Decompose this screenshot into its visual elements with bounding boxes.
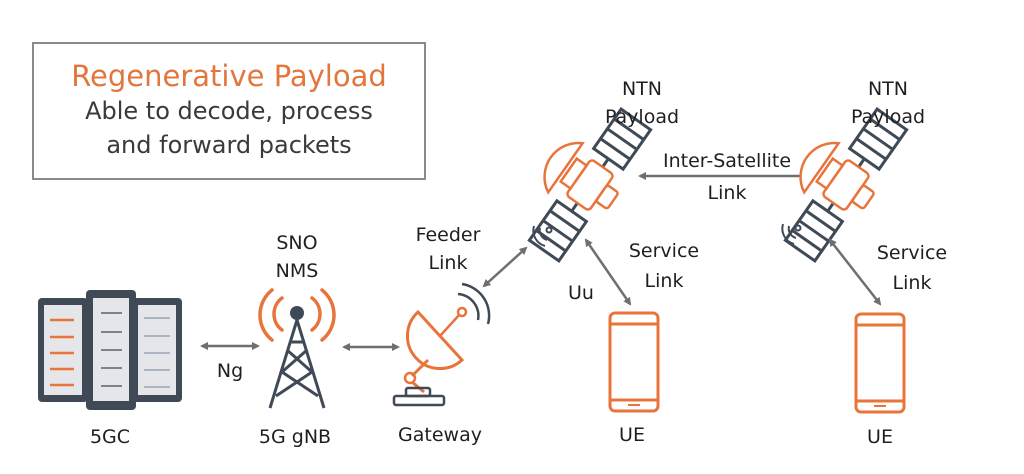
ue-1-label: UE [619, 424, 645, 446]
satellite-icon [783, 107, 909, 263]
service-link-1-arrow [584, 238, 632, 306]
satellite-2-label-2: Payload [850, 106, 926, 128]
gnb-top-label-1: SNO [276, 232, 318, 254]
service-link-2-label-1: Service [876, 242, 948, 264]
server-rack-icon [38, 290, 182, 410]
satellite-2-label-1: NTN [867, 78, 909, 100]
ng-link-label: Ng [216, 360, 244, 382]
gateway-label: Gateway [398, 424, 482, 446]
isl-label-1: Inter-Satellite [662, 150, 792, 172]
antenna-signal-icon [532, 225, 553, 247]
service-link-2-arrow [828, 238, 882, 306]
satellite-icon [527, 107, 653, 263]
callout-title: Regenerative Payload [71, 59, 387, 93]
gnb-label: 5G gNB [258, 426, 332, 448]
service-link-2-label-2: Link [892, 272, 932, 294]
callout-line-1: Able to decode, process [85, 97, 373, 125]
ue-2-label: UE [867, 426, 893, 448]
satellite-1-label-2: Payload [604, 106, 680, 128]
feeder-link-label-1: Feeder [415, 224, 481, 246]
satellite-dish-icon [392, 282, 491, 407]
uu-label: Uu [568, 282, 594, 304]
callout-line-2: and forward packets [106, 131, 352, 159]
gnb-top-label-2: NMS [275, 260, 319, 282]
antenna-signal-icon [781, 223, 802, 245]
core-label: 5GC [89, 426, 131, 448]
smartphone-icon [854, 312, 906, 414]
service-link-1-label-1: Service [628, 240, 700, 262]
regenerative-payload-callout: Regenerative Payload Able to decode, pro… [32, 42, 426, 180]
satellite-1-label-1: NTN [621, 78, 663, 100]
feeder-link-label-2: Link [428, 252, 468, 274]
smartphone-icon [608, 311, 660, 413]
service-link-1-label-2: Link [644, 270, 684, 292]
feeder-link-arrow [482, 246, 528, 288]
isl-label-2: Link [707, 182, 747, 204]
cell-tower-icon [258, 288, 336, 409]
